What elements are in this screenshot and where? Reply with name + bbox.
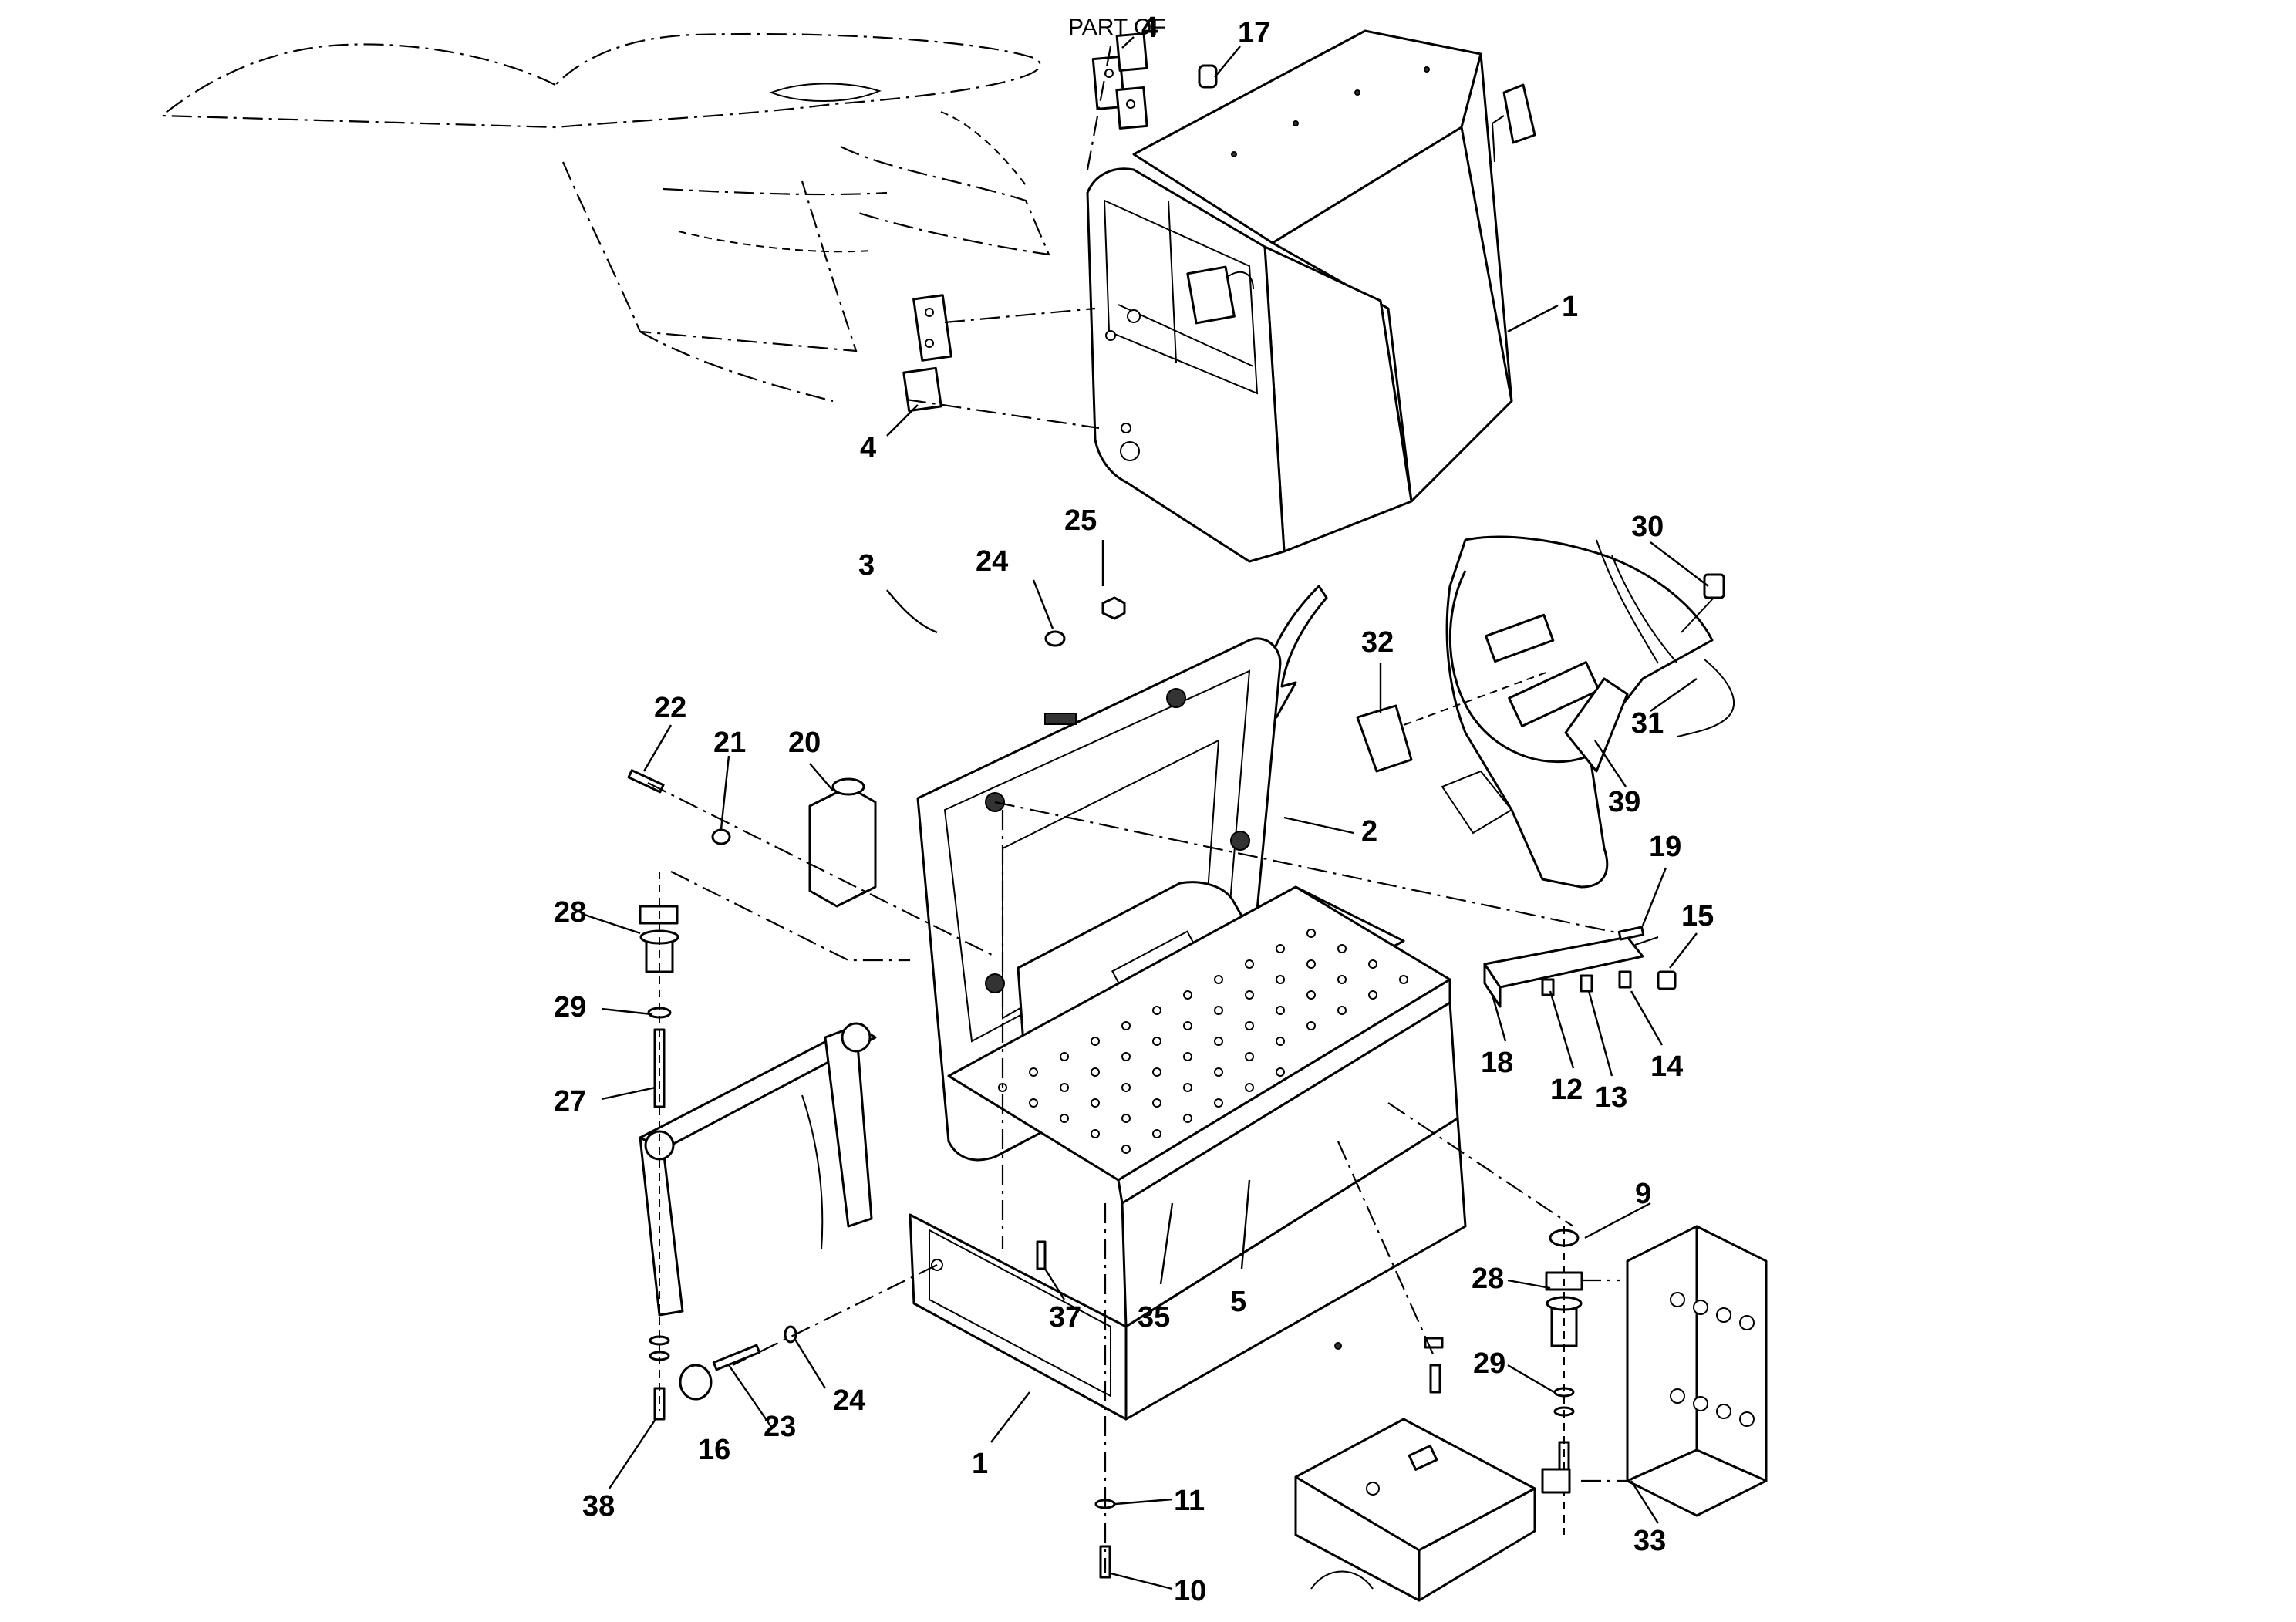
callout-label: 4 [860, 432, 876, 464]
callout-label: 3 [858, 549, 875, 582]
callout-label: 13 [1595, 1081, 1627, 1114]
right-mount-stack [1545, 1226, 1583, 1535]
callout-label: 5 [1230, 1286, 1246, 1318]
operator-station-frame [916, 637, 1451, 1205]
storage-bin [1626, 1225, 1768, 1517]
callout-label: 25 [1064, 504, 1097, 537]
callout-label: 39 [1608, 786, 1640, 818]
callout-label: 10 [1174, 1575, 1206, 1607]
callout-label: 19 [1649, 831, 1681, 863]
steering-column [1356, 535, 1735, 889]
callout-label: 20 [788, 727, 821, 759]
callout-label: 37 [1049, 1301, 1081, 1334]
cab-assembly [1086, 29, 1536, 563]
callout-label: 11 [1174, 1485, 1205, 1517]
callout-label: 12 [1550, 1074, 1583, 1106]
callout-label: 28 [1472, 1263, 1504, 1295]
lower-base [909, 1001, 1467, 1421]
callout-label: 16 [698, 1434, 730, 1466]
callout-label: 17 [1238, 17, 1270, 49]
hood-hinge-lower [902, 294, 952, 413]
chassis-fragment [1294, 1418, 1571, 1602]
hood-outline [159, 32, 1050, 403]
callout-label: 35 [1138, 1301, 1170, 1334]
left-leg-bracket [639, 1022, 877, 1317]
callout-label: 23 [764, 1411, 796, 1443]
callout-label: 1 [972, 1448, 988, 1480]
callout-label: 9 [1635, 1178, 1651, 1210]
callout-label: 14 [1650, 1050, 1683, 1083]
callout-label: 29 [554, 991, 586, 1023]
callout-leaders [582, 36, 1709, 1590]
floor-holes [998, 929, 1408, 1154]
callout-label: 24 [833, 1384, 865, 1417]
left-mount-stack [639, 872, 679, 1421]
hood-hinge-upper [1091, 32, 1148, 130]
callout-label: 30 [1631, 511, 1664, 543]
callout-label: 32 [1361, 626, 1394, 659]
callout-label: 31 [1631, 707, 1664, 740]
callout-label: 24 [976, 545, 1008, 578]
callout-label: 27 [554, 1085, 586, 1118]
callout-label: 2 [1361, 815, 1377, 848]
tool-rail [1483, 936, 1677, 1008]
callout-label: 21 [713, 727, 746, 759]
assembly-lines [647, 46, 1627, 1573]
callout-label: 28 [554, 896, 586, 929]
callout-label: 1 [1562, 291, 1578, 323]
roof-cap-17 [1198, 64, 1218, 89]
callout-label: 4 [1141, 12, 1158, 44]
part-of-caption: PART OF [1068, 15, 1166, 40]
callout-label: 15 [1681, 900, 1714, 932]
callout-label: 22 [654, 692, 686, 724]
callout-label: 18 [1481, 1047, 1513, 1079]
callout-label: 29 [1473, 1347, 1505, 1380]
callout-labels: PART OF 4 17 1 4 25 3 24 30 32 31 22 21 … [554, 12, 1714, 1607]
callout-label: 33 [1633, 1525, 1666, 1557]
callout-label: 38 [582, 1490, 615, 1523]
